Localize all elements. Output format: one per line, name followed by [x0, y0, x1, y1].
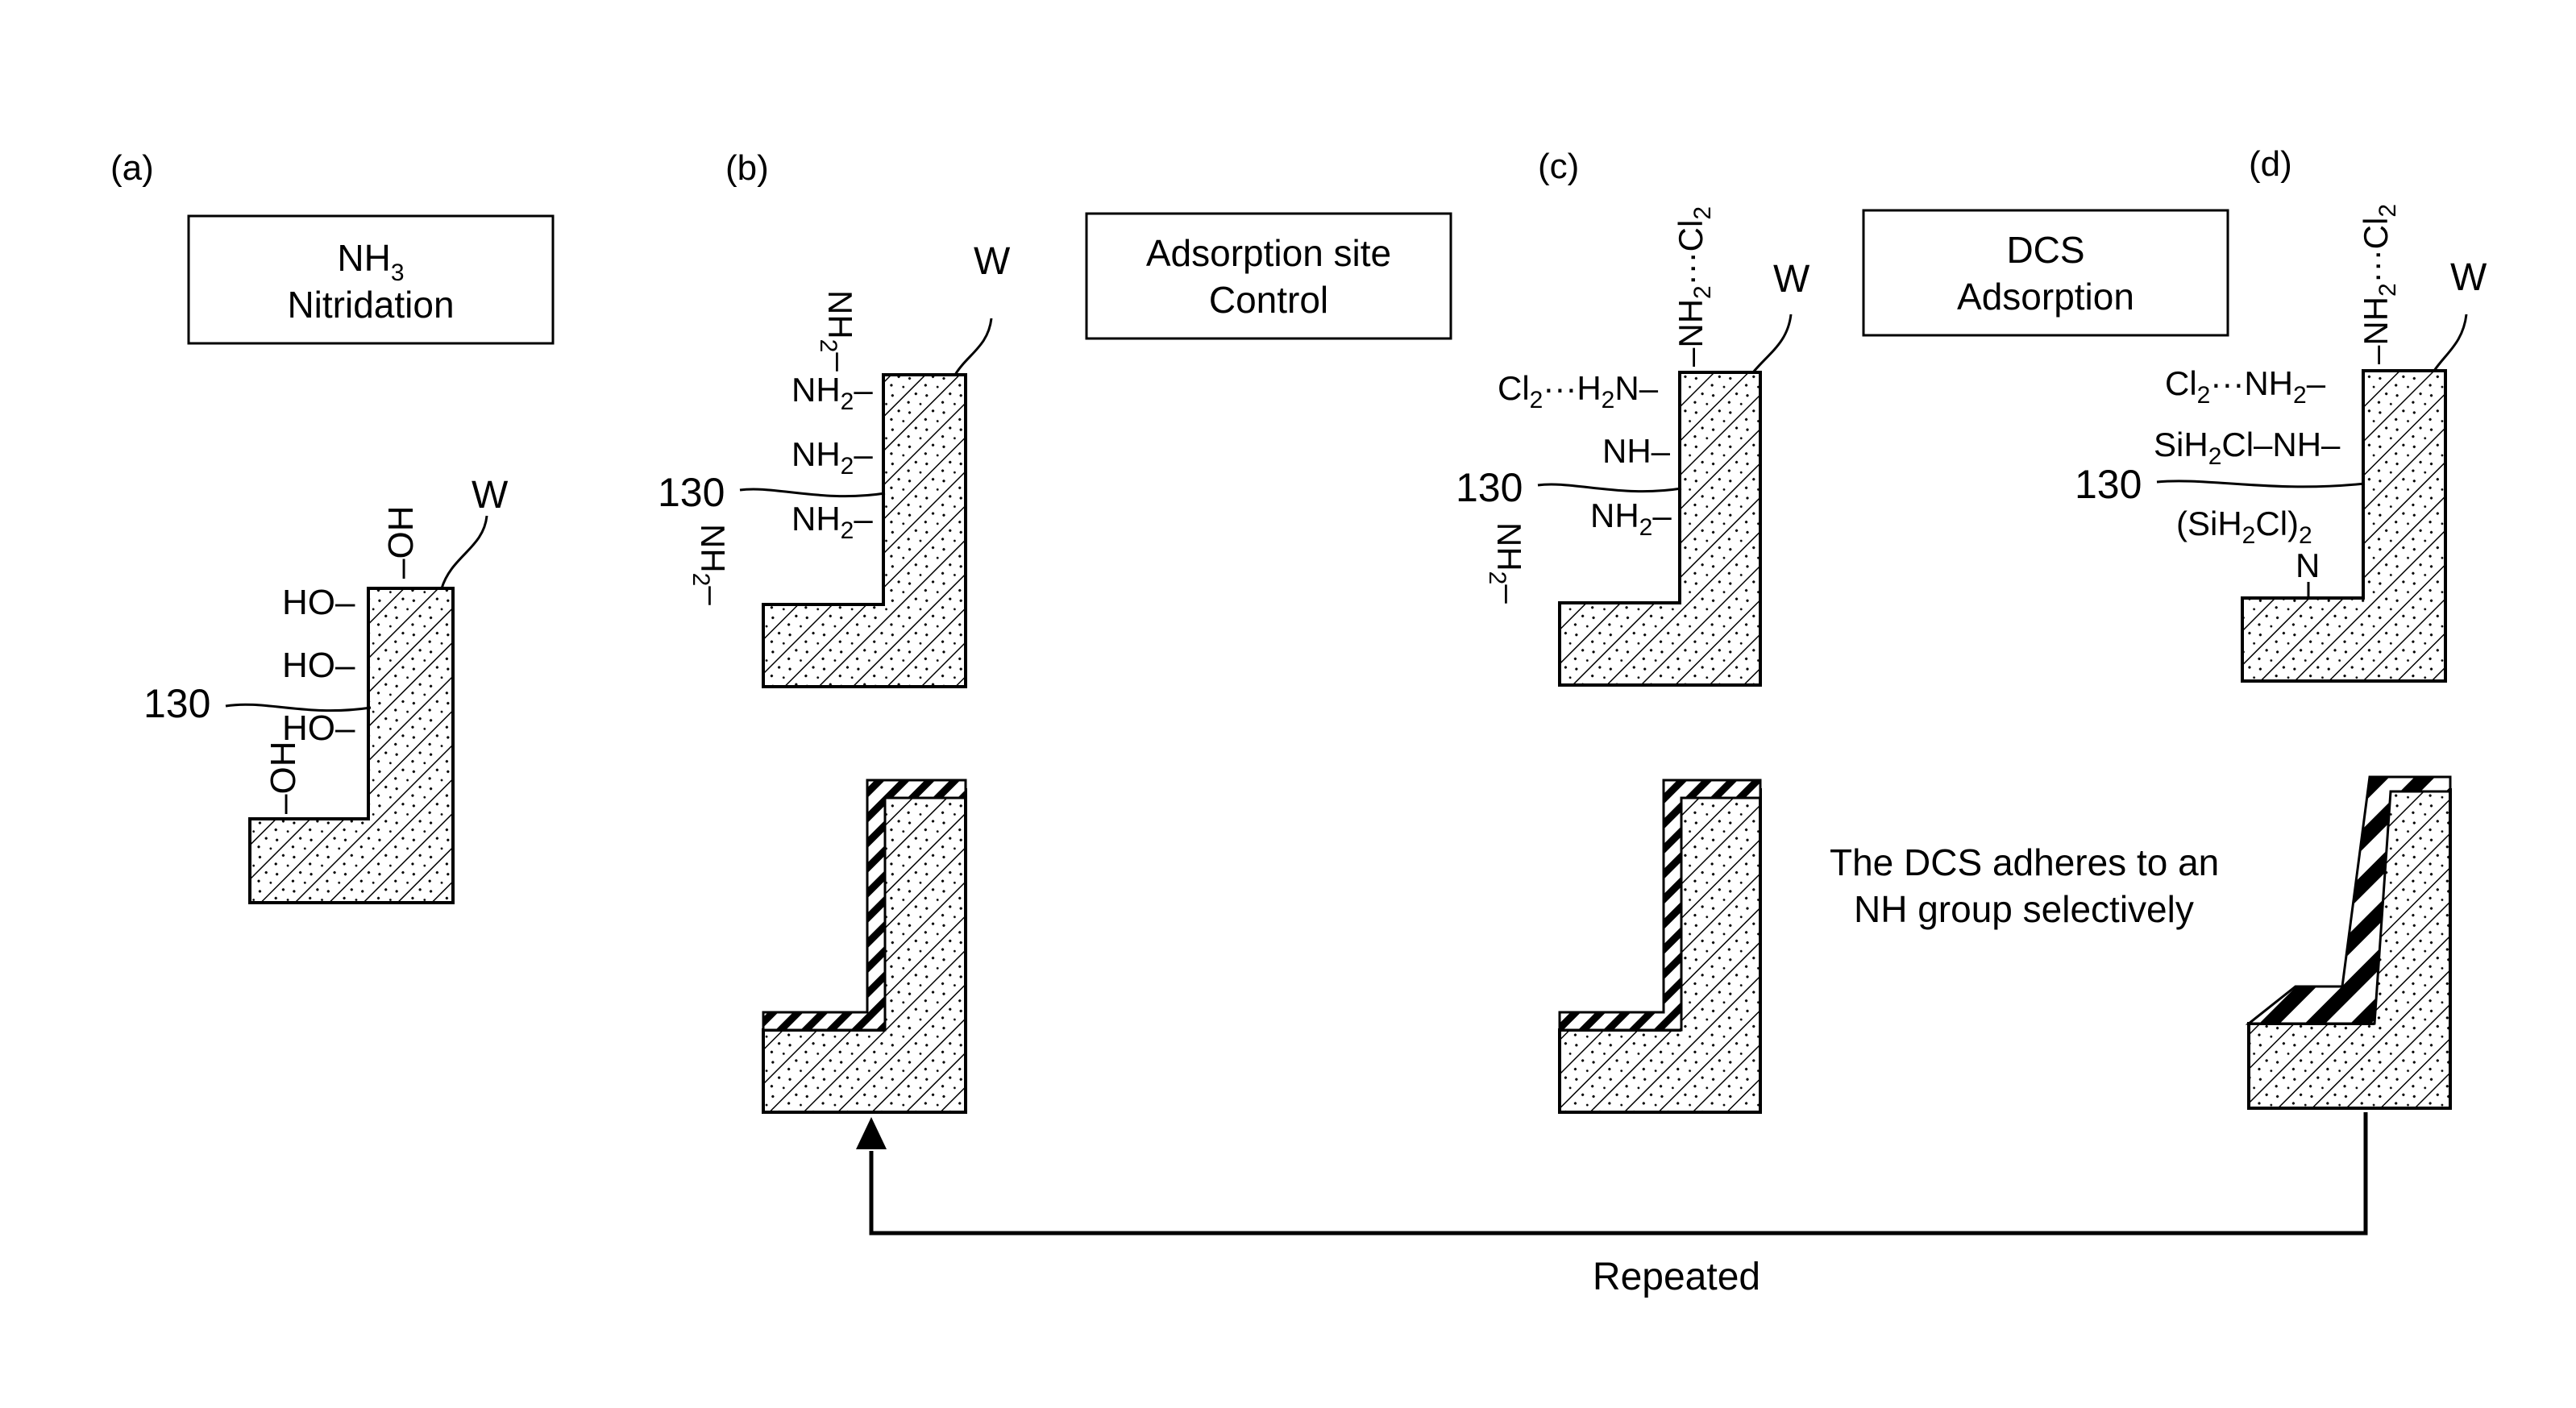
amine-b-2: NH2–	[791, 435, 873, 480]
panel-d: (d) DCS Adsorption W –NH2···Cl2 Cl2···NH…	[1830, 144, 2487, 1108]
repeat-arrow-head	[856, 1117, 887, 1149]
step-box-dcs-line1: DCS	[2006, 229, 2084, 271]
amine-c-1: NH2–	[1590, 496, 1672, 541]
wafer-leader-d	[2434, 314, 2466, 371]
wafer-label-b: W	[974, 240, 1011, 283]
chlorine-amine-d: Cl2···NH2–	[2165, 364, 2326, 409]
wafer-leader-b	[955, 318, 991, 375]
imine-c: NH–	[1602, 432, 1671, 470]
layer-leader-a	[226, 704, 371, 710]
panel-c: (c) W –NH2···Cl2 Cl2···H2N– NH– NH2– NH2…	[1456, 147, 1810, 1112]
layer-label-c: 130	[1456, 465, 1523, 510]
hydroxyl-top-a: –OH	[381, 506, 421, 579]
step-box-dcs-line2: Adsorption	[1957, 276, 2134, 318]
repeat-loop: Repeated	[856, 1112, 2366, 1298]
repeat-label: Repeated	[1593, 1256, 1760, 1298]
amine-chlorine-top-c: –NH2···Cl2	[1672, 206, 1716, 367]
hydroxyl-a-2: HO–	[282, 646, 355, 685]
layer-label-d: 130	[2075, 462, 2142, 507]
panel-c-label: (c)	[1538, 147, 1579, 186]
step-box-nitridation-line2: Nitridation	[287, 284, 454, 326]
wafer-leader-c	[1753, 314, 1791, 372]
wafer-label-a: W	[472, 474, 509, 517]
layer-leader-d	[2157, 481, 2365, 487]
amine-corner-c: NH2–	[1484, 522, 1528, 604]
panel-b-label: (b)	[725, 148, 769, 188]
nitrogen-d: N	[2296, 546, 2320, 584]
silyl-group-d: (SiH2Cl)2	[2176, 505, 2312, 549]
hydroxyl-a-1: HO–	[282, 583, 355, 622]
note-line2: NH group selectively	[1854, 888, 2194, 930]
layer-label-b: 130	[658, 470, 725, 515]
panel-a: (a) NH3 Nitridation W –OH HO– HO– HO– –O…	[110, 148, 553, 903]
note-line1: The DCS adheres to an	[1830, 841, 2219, 883]
amine-b-3: NH2–	[791, 500, 873, 544]
panel-d-label: (d)	[2249, 144, 2292, 184]
amine-top-b: NH2–	[815, 290, 859, 372]
chlorine-amine-c: Cl2···H2N–	[1498, 369, 1659, 413]
amine-chlorine-top-d: –NH2···Cl2	[2357, 204, 2401, 364]
substrate-c-lower	[1560, 790, 1760, 1112]
amine-b-1: NH2–	[791, 371, 873, 415]
wafer-leader-a	[442, 516, 487, 588]
panel-a-label: (a)	[110, 148, 154, 188]
substrate-b-lower	[763, 790, 966, 1112]
silyl-amine-d: SiH2Cl–NH–	[2154, 426, 2341, 470]
layer-leader-c	[1538, 484, 1681, 492]
layer-label-a: 130	[143, 681, 210, 726]
step-box-adsorption-line1: Adsorption site	[1146, 232, 1391, 274]
panel-b: (b) Adsorption site Control W NH2– NH2– …	[658, 148, 1451, 1112]
wafer-label-d: W	[2450, 256, 2487, 299]
repeat-arrow-line	[871, 1112, 2366, 1233]
step-box-adsorption-line2: Control	[1209, 279, 1328, 321]
hydroxyl-corner-a: –OH	[264, 741, 303, 814]
layer-leader-b	[740, 489, 885, 496]
amine-corner-b: NH2–	[688, 524, 732, 605]
wafer-label-c: W	[1773, 258, 1810, 301]
